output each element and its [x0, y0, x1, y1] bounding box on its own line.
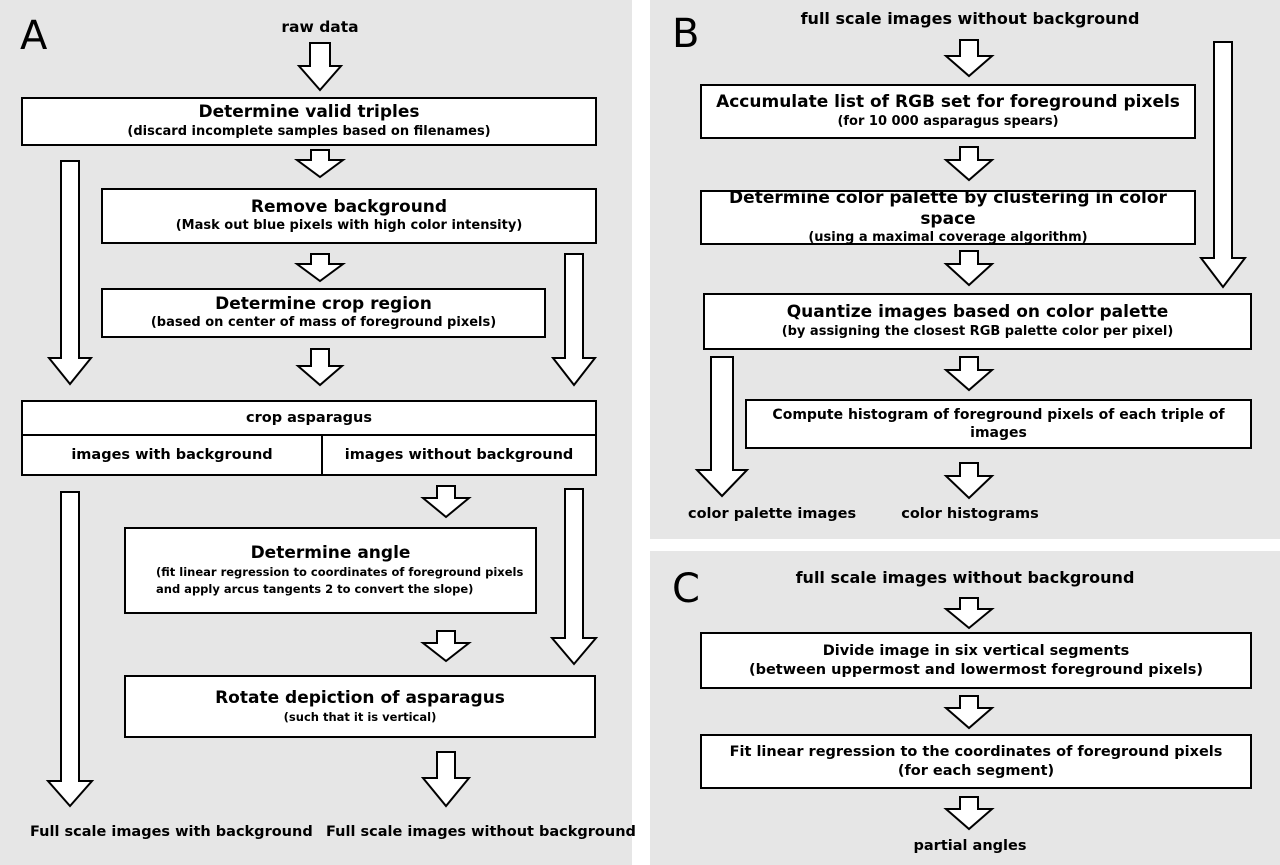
determine-angle-box: Determine angle (fit linear regression t… [124, 527, 537, 614]
histogram-box: Compute histogram of foreground pixels o… [745, 399, 1252, 449]
rotate-title: Rotate depiction of asparagus [215, 687, 505, 708]
arrow-b-palette-to-quantize [943, 250, 995, 287]
panel-a-input-label: raw data [281, 18, 359, 36]
output-color-histograms: color histograms [901, 506, 1039, 522]
arrow-b-histogram-to-output [943, 462, 995, 500]
panel-b-input-label: full scale images without background [800, 9, 1140, 28]
arrow-a-crop-to-asparagus [295, 348, 345, 387]
crop-asparagus-left: images with background [23, 436, 323, 474]
output-with-background: Full scale images with background [30, 824, 313, 840]
valid-triples-box: Determine valid triples (discard incompl… [21, 97, 597, 146]
crop-region-title: Determine crop region [215, 293, 432, 314]
arrow-c-input-to-divide [943, 597, 995, 630]
output-partial-angles: partial angles [913, 838, 1027, 854]
divide-box: Divide image in six vertical segments (b… [700, 632, 1252, 689]
crop-asparagus-title: crop asparagus [23, 402, 595, 436]
determine-angle-title: Determine angle [250, 543, 411, 564]
accumulate-box: Accumulate list of RGB set for foregroun… [700, 84, 1196, 139]
quantize-title: Quantize images based on color palette [786, 302, 1169, 323]
valid-triples-subtitle: (discard incomplete samples based on fil… [127, 123, 491, 139]
arrow-a-triples-to-remove [293, 149, 347, 179]
panel-b-letter: B [672, 11, 700, 57]
histogram-title: Compute histogram of foreground pixels o… [772, 406, 1225, 441]
divide-subtitle: (between uppermost and lowermost foregro… [748, 661, 1204, 678]
divide-title: Divide image in six vertical segments [822, 642, 1130, 659]
arrow-b-input-to-accumulate [943, 39, 995, 78]
crop-region-subtitle: (based on center of mass of foreground p… [150, 315, 497, 331]
valid-triples-title: Determine valid triples [198, 102, 420, 123]
fit-subtitle: (for each segment) [897, 762, 1055, 779]
fit-box: Fit linear regression to the coordinates… [700, 734, 1252, 789]
crop-asparagus-right: images without background [344, 447, 574, 463]
accumulate-title: Accumulate list of RGB set for foregroun… [716, 92, 1180, 113]
determine-angle-line2: and apply arcus tangents 2 to convert th… [156, 582, 474, 597]
remove-background-title: Remove background [250, 196, 448, 217]
panel-a-letter: A [20, 13, 48, 59]
rotate-subtitle: (such that it is vertical) [283, 709, 437, 724]
arrow-b-quantize-to-histogram [943, 356, 995, 392]
output-without-background: Full scale images without background [326, 824, 636, 840]
accumulate-subtitle: (for 10 000 asparagus spears) [837, 113, 1059, 129]
determine-angle-line1: (fit linear regression to coordinates of… [156, 565, 524, 580]
quantize-box: Quantize images based on color palette (… [703, 293, 1252, 350]
arrow-a-long-right-top [550, 253, 598, 387]
arrow-c-divide-to-fit [943, 695, 995, 730]
arrow-a-long-left-top [46, 160, 94, 386]
output-color-palette-images: color palette images [688, 506, 857, 522]
fit-title: Fit linear regression to the coordinates… [729, 743, 1223, 760]
arrow-a-long-right-bottom [549, 488, 599, 666]
crop-asparagus-box: crop asparagus images with background im… [21, 400, 597, 476]
arrow-a-to-angle [420, 485, 472, 519]
crop-region-box: Determine crop region (based on center o… [101, 288, 546, 338]
arrow-c-fit-to-output [943, 796, 995, 831]
arrow-a-rotate-to-output [420, 751, 472, 808]
arrow-a-remove-to-crop [293, 253, 347, 283]
palette-title: Determine color palette by clustering in… [729, 187, 1167, 230]
quantize-subtitle: (by assigning the closest RGB palette co… [781, 323, 1174, 339]
remove-background-subtitle: (Mask out blue pixels with high color in… [175, 218, 523, 234]
remove-background-box: Remove background (Mask out blue pixels … [101, 188, 597, 244]
arrow-b-long-left [694, 356, 750, 498]
rotate-box: Rotate depiction of asparagus (such that… [124, 675, 596, 738]
arrow-a-angle-to-rotate [420, 630, 472, 663]
palette-box: Determine color palette by clustering in… [700, 187, 1196, 246]
arrow-b-long-right [1198, 41, 1248, 289]
arrow-b-accumulate-to-palette [943, 146, 995, 182]
panel-c-input-label: full scale images without background [795, 568, 1135, 587]
arrow-a-long-left-bottom [45, 491, 95, 808]
arrow-a-raw-to-triples [296, 42, 344, 92]
panel-c-letter: C [672, 566, 700, 612]
palette-subtitle: (using a maximal coverage algorithm) [808, 230, 1088, 246]
